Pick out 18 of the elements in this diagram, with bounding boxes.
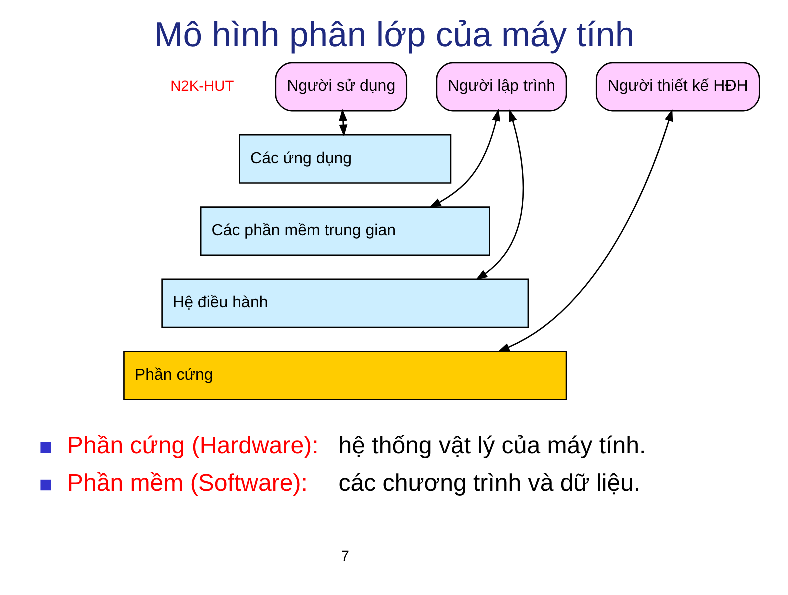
node-box: Người thiết kế HĐH [595,62,760,112]
label: Phần mềm (Software): [66,470,308,498]
node-box: Các ứng dụng [238,134,452,184]
label: hệ thống vật lý của máy tính. [338,432,646,460]
label: Phần cứng (Hardware): [66,432,318,460]
arrow [475,110,524,280]
diagram-title: Mô hình phân lớp của máy tính [154,16,634,55]
arrow [338,109,348,137]
node-box: Phần cứng [123,350,567,400]
node-box: Người lập trình [436,62,567,112]
arrow [428,109,500,208]
node-box: Các phần mềm trung gian [200,206,490,256]
node-box: Người sử dụng [274,62,408,112]
label: các chương trình và dữ liệu. [338,470,640,498]
label: 7 [340,549,349,566]
arrow [497,109,673,352]
node-box: Hệ điều hành [161,278,529,328]
label: N2K-HUT [170,78,234,95]
